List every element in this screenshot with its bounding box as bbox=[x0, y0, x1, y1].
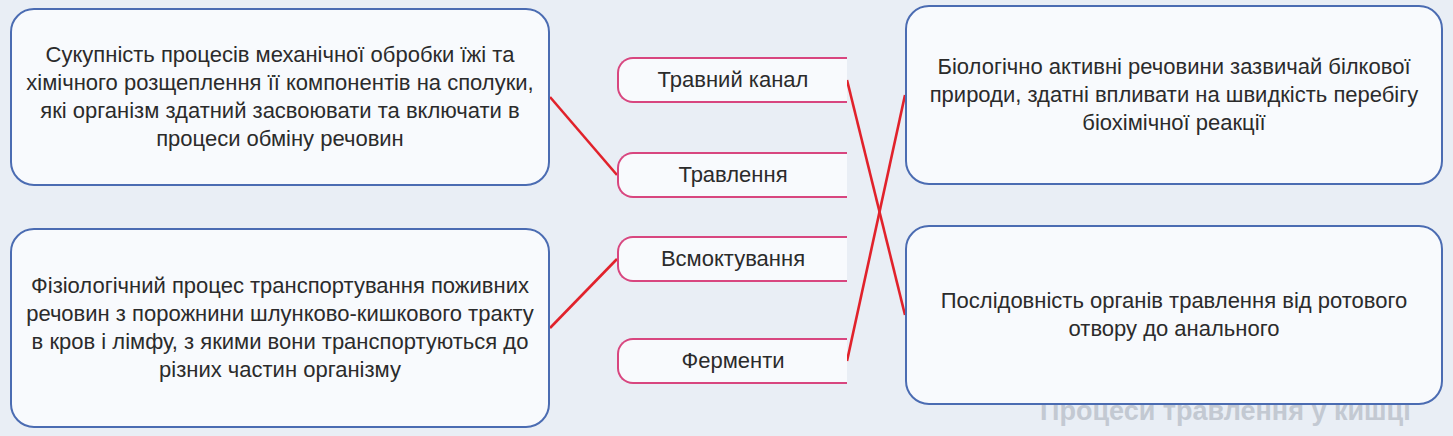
term-tab: Ферменти bbox=[617, 338, 847, 384]
definition-box: Фізіологічний процес транспортування пож… bbox=[10, 228, 550, 428]
definition-text: Послідовність органів травлення від рото… bbox=[921, 287, 1427, 343]
definition-text: Біологічно активні речовини зазвичай біл… bbox=[921, 53, 1427, 137]
match-line bbox=[550, 97, 617, 175]
term-tab: Всмоктування bbox=[617, 236, 847, 282]
term-text: Ферменти bbox=[681, 348, 784, 374]
term-text: Травлення bbox=[678, 162, 787, 188]
term-text: Всмоктування bbox=[661, 246, 805, 272]
term-tab: Травлення bbox=[617, 152, 847, 198]
definition-box: Сукупність процесів механічної обробки ї… bbox=[10, 8, 550, 186]
match-line bbox=[847, 80, 905, 315]
term-tab: Травний канал bbox=[617, 57, 847, 103]
definition-box: Біологічно активні речовини зазвичай біл… bbox=[905, 5, 1443, 185]
match-line bbox=[550, 259, 617, 328]
match-line bbox=[847, 95, 905, 361]
term-text: Травний канал bbox=[658, 67, 809, 93]
definition-box: Послідовність органів травлення від рото… bbox=[905, 225, 1443, 405]
definition-text: Сукупність процесів механічної обробки ї… bbox=[26, 41, 534, 153]
definition-text: Фізіологічний процес транспортування пож… bbox=[26, 272, 534, 384]
